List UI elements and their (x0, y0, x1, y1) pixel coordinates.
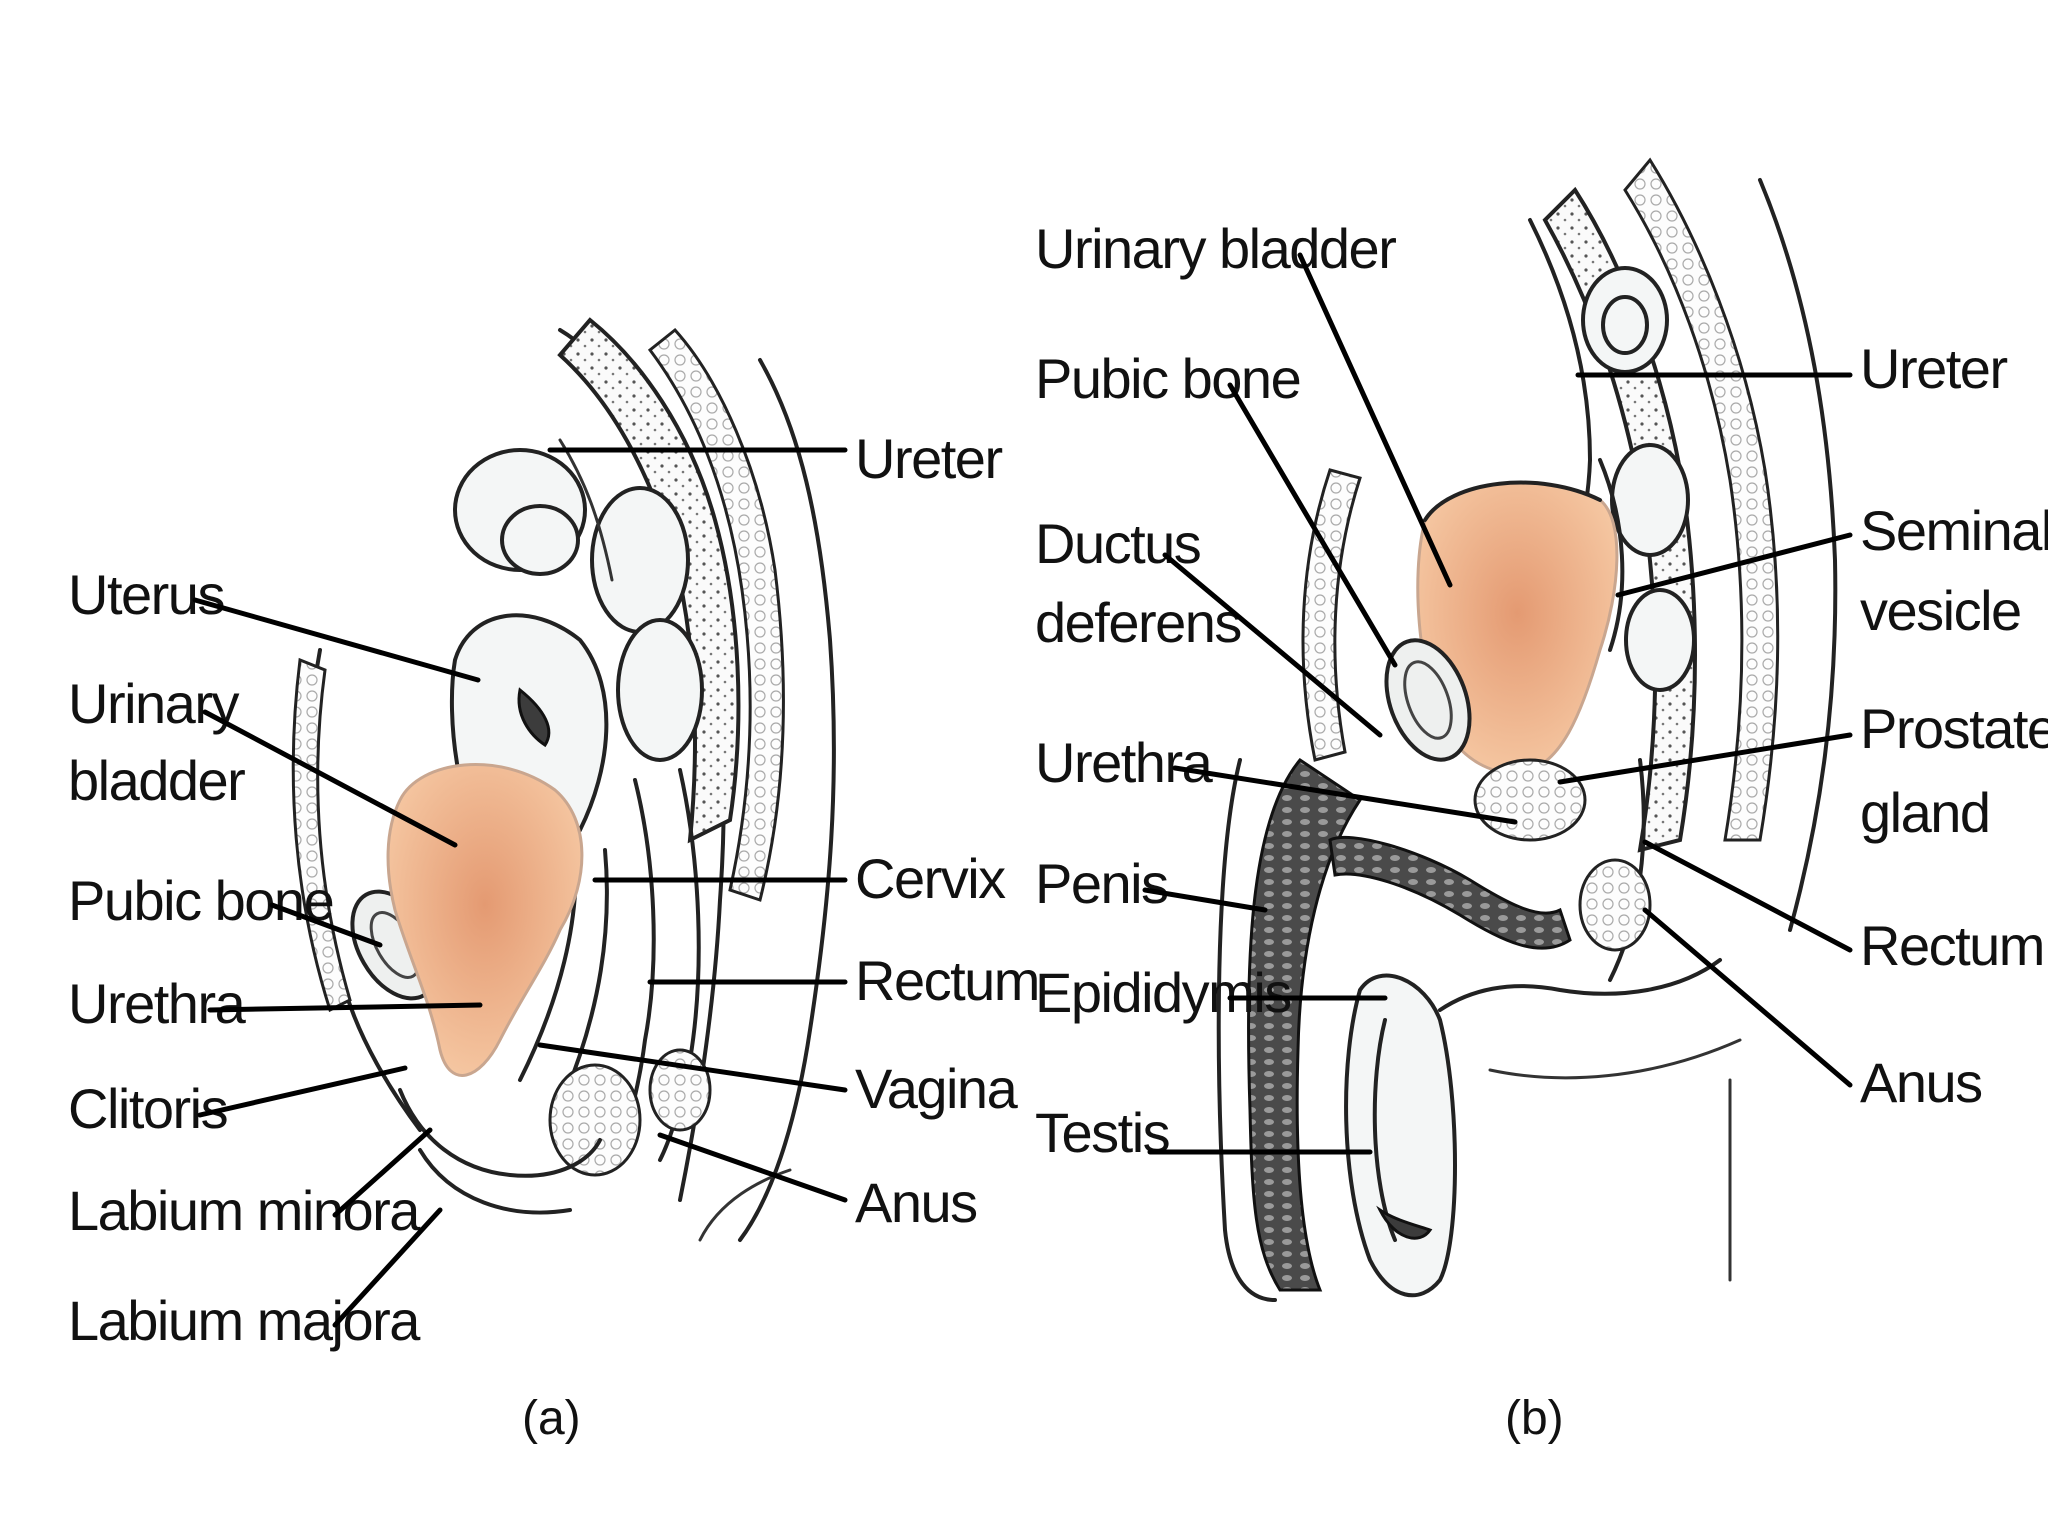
female-intestine-loop-3 (618, 620, 702, 760)
female-anal-sphincter (550, 1065, 640, 1175)
male-buttock-contour (1490, 1040, 1740, 1078)
label-male-seminal-vesicle-line2: vesicle (1860, 579, 2021, 642)
male-corpus-spongiosum (1330, 837, 1570, 948)
label-female-urethra: Urethra (68, 972, 247, 1035)
label-female-ureter: Ureter (855, 427, 1002, 490)
male-intestine-loop-inner (1603, 297, 1647, 353)
leader-female-uterus (195, 600, 478, 680)
leader-male-prostate-gland (1560, 735, 1850, 782)
female-labium-majora (420, 1150, 570, 1213)
label-male-rectum: Rectum (1860, 914, 2044, 977)
male-intestine-loop-2 (1612, 445, 1688, 555)
label-female-vagina: Vagina (855, 1057, 1019, 1120)
label-male-pubic-bone: Pubic bone (1035, 347, 1300, 410)
label-male-testis: Testis (1035, 1101, 1169, 1164)
label-female-rectum: Rectum (855, 949, 1039, 1012)
female-abdominal-fat (293, 660, 350, 1010)
label-male-prostate-gland-line2: gland (1860, 781, 1990, 844)
label-male-penis: Penis (1035, 852, 1168, 915)
caption-a: (a) (522, 1392, 581, 1445)
label-female-uterus: Uterus (68, 563, 224, 626)
male-pelvis-drawing (1219, 160, 1836, 1300)
label-female-labium-majora: Labium majora (68, 1289, 421, 1352)
label-male-ductus-deferens-line2: deferens (1035, 591, 1241, 654)
label-male-urethra: Urethra (1035, 731, 1214, 794)
label-male-epididymis: Epididymis (1035, 961, 1291, 1024)
label-female-urinary-bladder-line2: bladder (68, 749, 245, 812)
label-male-seminal-vesicle-line1: Seminal (1860, 499, 2048, 562)
label-female-cervix: Cervix (855, 847, 1006, 910)
caption-b: (b) (1505, 1392, 1564, 1445)
label-male-anus: Anus (1860, 1051, 1982, 1114)
label-male-ureter: Ureter (1860, 337, 2007, 400)
label-male-prostate-gland-line1: Prostate (1860, 697, 2048, 760)
female-pelvis-drawing (293, 320, 834, 1240)
male-anal-sphincter (1580, 860, 1650, 950)
male-intestine-loop-3 (1626, 590, 1694, 690)
leader-female-clitoris (200, 1068, 405, 1115)
male-prostate (1475, 760, 1585, 840)
label-female-pubic-bone: Pubic bone (68, 869, 333, 932)
label-female-anus: Anus (855, 1171, 977, 1234)
female-urinary-bladder (388, 765, 582, 1076)
male-abdominal-fat (1303, 470, 1360, 760)
female-intestine-loop-inner (502, 506, 578, 574)
male-perineum-contour (1440, 960, 1720, 1010)
male-scrotum (1346, 976, 1455, 1296)
label-male-urinary-bladder: Urinary bladder (1035, 217, 1396, 280)
label-female-clitoris: Clitoris (68, 1077, 227, 1140)
label-female-urinary-bladder-line1: Urinary (68, 672, 239, 735)
